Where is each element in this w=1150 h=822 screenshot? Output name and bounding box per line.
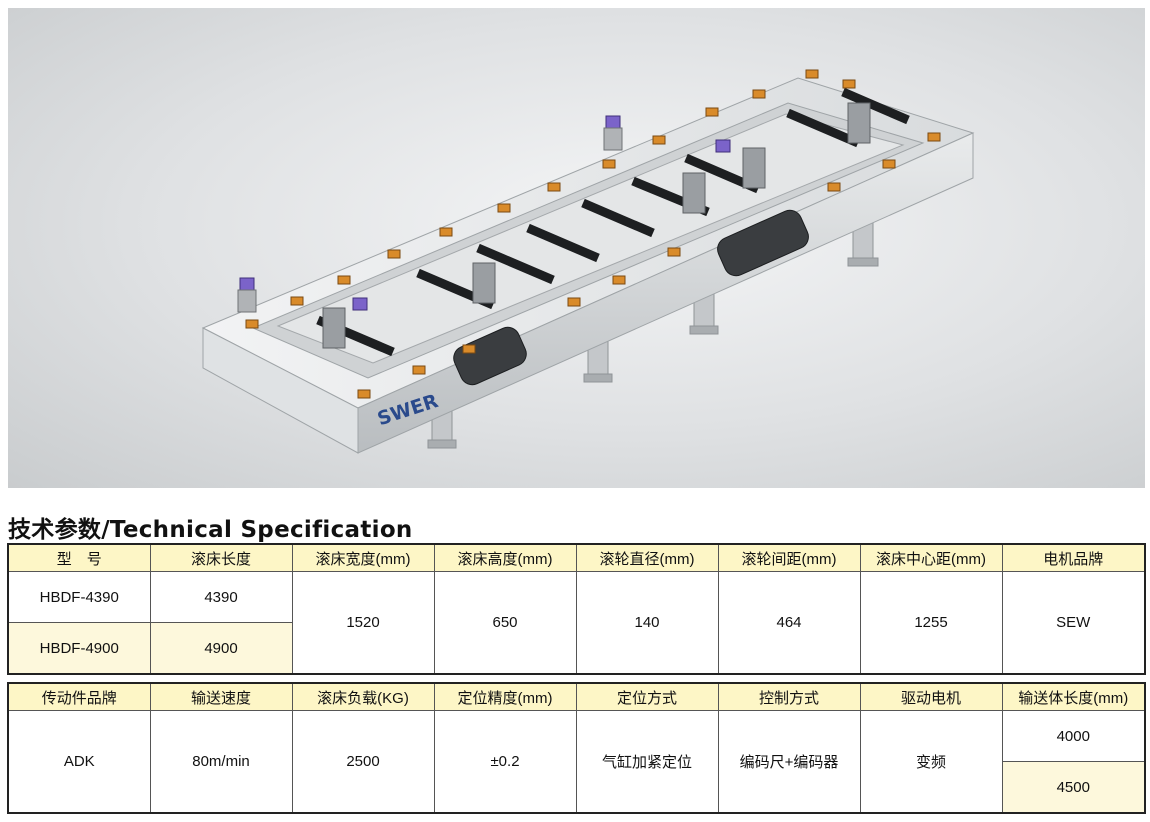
- header-cell: 电机品牌: [1001, 543, 1146, 572]
- header-cell: 输送速度: [149, 682, 293, 711]
- header-cell: 滚床长度: [149, 543, 293, 572]
- transmission-brand-cell: ADK: [7, 710, 151, 814]
- length-cell: 4900: [149, 622, 293, 675]
- speed-cell: 80m/min: [149, 710, 293, 814]
- width-cell: 1520: [291, 571, 435, 675]
- conveyor-length-cell: 4500: [1001, 761, 1146, 814]
- header-cell: 定位精度(mm): [433, 682, 577, 711]
- product-image: SWER: [8, 8, 1145, 488]
- roller-bed-illustration: SWER: [201, 69, 975, 454]
- accuracy-cell: ±0.2: [433, 710, 577, 814]
- header-cell: 滚床宽度(mm): [291, 543, 435, 572]
- header-cell: 滚床高度(mm): [433, 543, 577, 572]
- header-cell: 滚床负载(KG): [291, 682, 435, 711]
- table-row: HBDF-4390 4390 1520 650 140 464 1255 SEW: [7, 571, 1146, 675]
- drive-motor-cell: 变频: [859, 710, 1003, 814]
- header-cell: 滚轮间距(mm): [717, 543, 861, 572]
- header-cell: 驱动电机: [859, 682, 1003, 711]
- positioning-cell: 气缸加紧定位: [575, 710, 719, 814]
- conveyor-length-cell: 4000: [1001, 710, 1146, 762]
- header-cell: 传动件品牌: [7, 682, 151, 711]
- table-row: 4500: [8, 761, 1146, 814]
- load-cell: 2500: [291, 710, 435, 814]
- height-cell: 650: [433, 571, 577, 675]
- table-row: ADK 80m/min 2500 ±0.2 气缸加紧定位 编码尺+编码器 变频 …: [7, 710, 1146, 814]
- table-header-row: 传动件品牌 输送速度 滚床负载(KG) 定位精度(mm) 定位方式 控制方式 驱…: [7, 682, 1146, 711]
- header-cell: 型 号: [7, 543, 151, 572]
- header-cell: 定位方式: [575, 682, 719, 711]
- model-cell: HBDF-4900: [7, 622, 151, 675]
- table-header-row: 型 号 滚床长度 滚床宽度(mm) 滚床高度(mm) 滚轮直径(mm) 滚轮间距…: [7, 543, 1146, 572]
- center-distance-cell: 1255: [859, 571, 1003, 675]
- control-cell: 编码尺+编码器: [717, 710, 861, 814]
- table-row: HBDF-4900 4900: [7, 622, 1145, 675]
- roller-diameter-cell: 140: [575, 571, 719, 675]
- model-cell: HBDF-4390: [7, 571, 151, 623]
- page-title: 技术参数/Technical Specification: [8, 517, 413, 543]
- roller-spacing-cell: 464: [717, 571, 861, 675]
- spec-table-2: 传动件品牌 输送速度 滚床负载(KG) 定位精度(mm) 定位方式 控制方式 驱…: [7, 682, 1146, 814]
- motor-brand-cell: SEW: [1001, 571, 1146, 675]
- spec-table-1: 型 号 滚床长度 滚床宽度(mm) 滚床高度(mm) 滚轮直径(mm) 滚轮间距…: [7, 543, 1146, 675]
- header-cell: 滚轮直径(mm): [575, 543, 719, 572]
- length-cell: 4390: [149, 571, 293, 623]
- header-cell: 滚床中心距(mm): [859, 543, 1003, 572]
- header-cell: 控制方式: [717, 682, 861, 711]
- header-cell: 输送体长度(mm): [1001, 682, 1146, 711]
